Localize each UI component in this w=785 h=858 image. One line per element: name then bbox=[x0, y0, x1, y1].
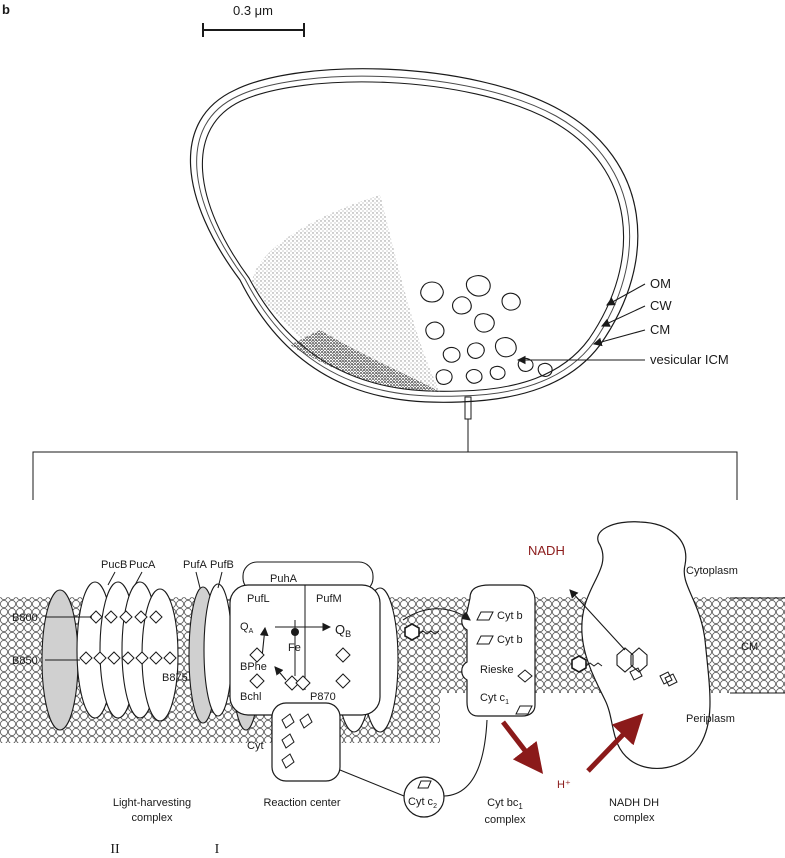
zoom-guide bbox=[32, 419, 738, 500]
label-cyt-c2: Cyt c2 bbox=[408, 796, 437, 810]
label-b875: B875 bbox=[162, 672, 188, 684]
panel-label: b bbox=[2, 2, 10, 17]
label-puha: PuhA bbox=[270, 573, 298, 585]
proton-arrows bbox=[501, 713, 644, 774]
nadh-dh-complex bbox=[569, 521, 711, 769]
numeral-ii: II bbox=[110, 842, 120, 857]
label-periplasm: Periplasm bbox=[686, 713, 735, 725]
label-bphe: BPhe bbox=[240, 661, 267, 673]
label-nadh: NADH bbox=[528, 543, 565, 558]
bacterial-cell bbox=[190, 68, 639, 420]
label-rieske: Rieske bbox=[480, 664, 514, 676]
label-p870: P870 bbox=[310, 691, 336, 703]
label-qb: QB bbox=[335, 622, 351, 639]
label-pufa: PufA bbox=[183, 559, 208, 571]
scale-bar bbox=[202, 23, 305, 37]
cyt-c2-carrier bbox=[339, 719, 488, 818]
label-cyt-c1: Cyt c1 bbox=[480, 692, 509, 706]
caption-reaction-center: Reaction center bbox=[263, 797, 340, 809]
label-qa: QA bbox=[240, 621, 254, 635]
caption-lh-line1: Light-harvesting bbox=[113, 797, 191, 809]
scale-bar-label: 0.3 μm bbox=[233, 3, 273, 18]
cell-label-arrows bbox=[516, 283, 646, 365]
reaction-center bbox=[229, 561, 399, 782]
caption-lh-line2: complex bbox=[132, 812, 173, 824]
caption-ndh-line2: complex bbox=[614, 812, 655, 824]
lh-pointer-lines bbox=[45, 571, 223, 661]
label-b850: B850 bbox=[12, 655, 38, 667]
label-puca: PucA bbox=[129, 559, 156, 571]
label-pufb: PufB bbox=[210, 559, 234, 571]
label-cyt: Cyt bbox=[247, 740, 264, 752]
label-cyt-b-2: Cyt b bbox=[497, 634, 523, 646]
label-pucb: PucB bbox=[101, 559, 127, 571]
label-cm-membrane: CM bbox=[741, 641, 758, 653]
label-cyt-b-1: Cyt b bbox=[497, 610, 523, 622]
label-pufm: PufM bbox=[316, 593, 342, 605]
caption-bc1-line2: complex bbox=[485, 814, 526, 826]
label-cm: CM bbox=[650, 322, 670, 337]
lh-pigments bbox=[79, 610, 177, 665]
light-harvesting-complex bbox=[41, 581, 233, 731]
label-cw: CW bbox=[650, 298, 672, 313]
label-om: OM bbox=[650, 276, 671, 291]
caption-ndh-line1: NADH DH bbox=[609, 797, 659, 809]
label-vesicular-icm: vesicular ICM bbox=[650, 352, 729, 367]
label-fe: Fe bbox=[288, 642, 301, 654]
label-bchl: Bchl bbox=[240, 691, 261, 703]
label-h-plus: H⁺ bbox=[557, 779, 571, 791]
label-cytoplasm: Cytoplasm bbox=[686, 565, 738, 577]
cyt-bc1-complex bbox=[402, 584, 603, 717]
membrane-side-lines bbox=[730, 597, 785, 694]
label-b800: B800 bbox=[12, 612, 38, 624]
label-pufl: PufL bbox=[247, 593, 270, 605]
caption-bc1-line1: Cyt bc1 bbox=[487, 797, 523, 811]
numeral-i: I bbox=[215, 842, 220, 857]
